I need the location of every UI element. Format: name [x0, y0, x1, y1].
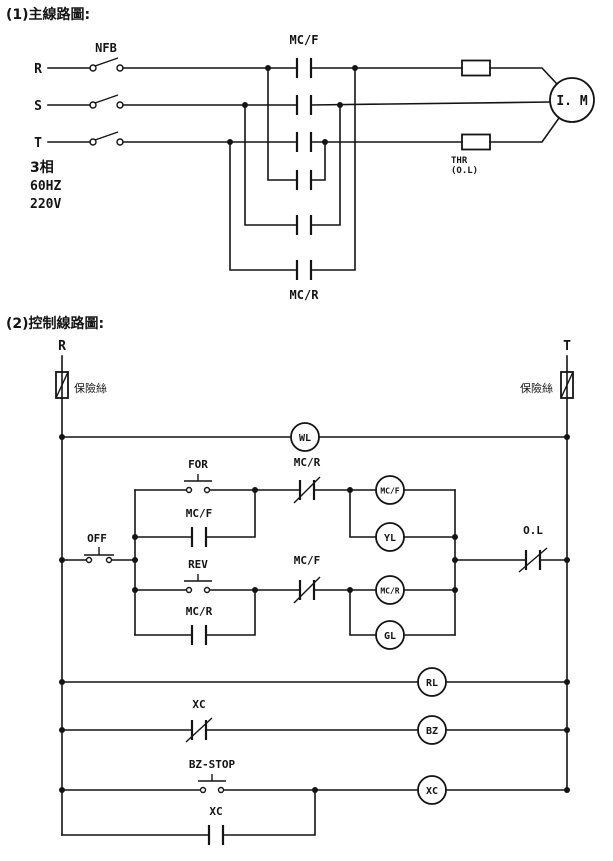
- supply-voltage-spec: 220V: [30, 197, 61, 212]
- mcr-main-contacts: [295, 170, 313, 280]
- mcf-coil-label: MC/F: [380, 487, 399, 496]
- xc-nc-contact-label: XC: [192, 698, 205, 711]
- mcf-contactor-label: MC/F: [290, 33, 319, 47]
- mcf-holding-contact: [134, 489, 256, 547]
- mcr-coil-label: MC/R: [380, 587, 399, 596]
- control-rail-r-label: R: [58, 339, 66, 354]
- right-fuse-symbol: [560, 371, 574, 399]
- yl-lamp-branch: YL: [349, 489, 456, 552]
- mcf-interlock-label: MC/F: [294, 554, 321, 567]
- overload-contact-label: O.L: [523, 524, 543, 537]
- phase-wires: [47, 67, 561, 143]
- right-fuse-label: 保險絲: [520, 381, 553, 395]
- supply-frequency-spec: 60HZ: [30, 179, 61, 194]
- for-button-label: FOR: [188, 458, 208, 471]
- mcr-crossover-wiring: [229, 67, 356, 271]
- thr-label: THR: [451, 156, 468, 166]
- control-junction-dots: [59, 434, 570, 793]
- buzzer-label: BZ: [426, 726, 438, 737]
- mcr-holding-label: MC/R: [186, 605, 213, 618]
- nfb-breaker-label: NFB: [95, 41, 117, 55]
- xc-nc-contact: [61, 717, 419, 743]
- main-circuit-title: (1)主線路圖:: [6, 6, 90, 23]
- supply-phase-spec: 3相: [30, 159, 54, 176]
- control-rail-t-label: T: [563, 339, 571, 354]
- main-circuit: (1)主線路圖: R S T NFB MC/F MC/R: [6, 6, 595, 302]
- overload-nc-contact: [454, 547, 568, 573]
- mcr-interlock-label: MC/R: [294, 456, 321, 469]
- mcr-holding-contact: [134, 589, 256, 645]
- bz-stop-button-label: BZ-STOP: [189, 758, 236, 771]
- rl-lamp-label: RL: [426, 678, 438, 689]
- rev-button-symbol: [134, 574, 301, 594]
- left-fuse-label: 保險絲: [74, 381, 107, 395]
- mcf-interlock-nc-contact: [293, 576, 377, 604]
- thermal-overload-heaters: [461, 59, 491, 151]
- control-circuit: (2)控制線路圖: R T 保險絲 保險絲 WL OFF: [6, 315, 574, 845]
- mcf-main-contacts: [295, 58, 313, 152]
- xc-coil-label: XC: [426, 786, 438, 797]
- mcr-contactor-label: MC/R: [290, 288, 320, 302]
- nfb-breaker-contacts: [89, 57, 124, 146]
- xc-holding-contact: [61, 789, 316, 845]
- main-junction-dots: [227, 65, 358, 145]
- control-circuit-title: (2)控制線路圖:: [6, 315, 104, 332]
- thr-ol-sublabel: (O.L): [451, 166, 478, 176]
- phase-label-s: S: [34, 99, 42, 114]
- motor-symbol: I. M: [549, 77, 595, 123]
- off-button-symbol: [61, 547, 136, 564]
- rev-button-label: REV: [188, 558, 208, 571]
- rl-lamp: RL: [417, 667, 447, 697]
- off-button-label: OFF: [87, 532, 107, 545]
- left-fuse-symbol: [55, 371, 69, 399]
- wl-lamp-label: WL: [299, 433, 311, 444]
- phase-label-t: T: [34, 136, 42, 151]
- yl-lamp-label: YL: [384, 533, 396, 544]
- xc-holding-label: XC: [209, 805, 222, 818]
- phase-label-r: R: [34, 62, 42, 77]
- mcr-interlock-nc-contact: [293, 476, 377, 504]
- wl-lamp: WL: [290, 422, 320, 452]
- gl-lamp-branch: GL: [349, 589, 456, 650]
- motor-label: I. M: [556, 94, 587, 109]
- gl-lamp-label: GL: [384, 631, 396, 642]
- bz-stop-button-symbol: [61, 774, 419, 794]
- mcf-holding-label: MC/F: [186, 507, 213, 520]
